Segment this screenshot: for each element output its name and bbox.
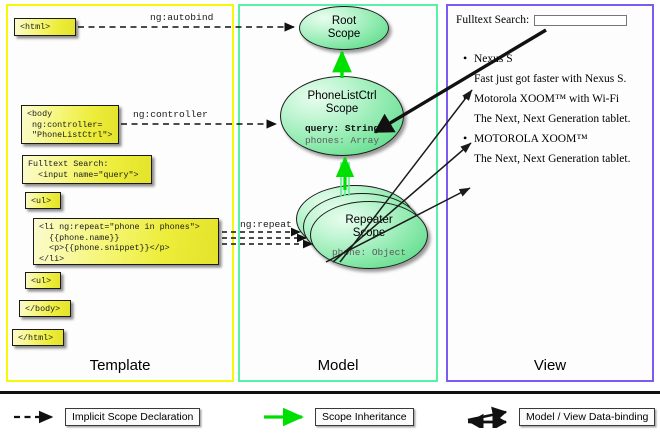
legend-divider (0, 391, 660, 394)
edge-label-ng-controller: ng:controller (133, 109, 208, 120)
phone-name: MOTOROLA XOOM™ (456, 131, 648, 147)
edge-label-ng-autobind: ng:autobind (150, 12, 214, 23)
view-search-label: Fulltext Search: (456, 14, 530, 26)
root-scope-title-line1: Root (331, 15, 357, 27)
phone-snippet: The Next, Next Generation tablet. (474, 153, 631, 165)
phone-snippet: Fast just got faster with Nexus S. (474, 73, 627, 85)
list-item[interactable]: Nexus S Fast just got faster with Nexus … (456, 51, 648, 87)
phonelistctrl-scope-prop-query: query: String (304, 123, 380, 134)
column-label-template: Template (89, 357, 151, 374)
legend-scope-inheritance: Scope Inheritance (262, 398, 414, 435)
code-box-fulltext-search: Fulltext Search: <input name="query"> (22, 155, 152, 184)
code-box-ul-open: <ul> (25, 192, 61, 209)
phonelistctrl-scope-prop-phones: phones: Array (304, 135, 380, 146)
view-search-row: Fulltext Search: (456, 14, 648, 26)
legend-model-view-databinding: Model / View Data-binding (466, 398, 656, 435)
code-box-body-close: </body> (19, 300, 71, 317)
scope-ellipse-phonelistctrl: PhoneListCtrl Scope query: String phones… (280, 76, 404, 156)
column-label-view: View (533, 357, 567, 374)
code-box-html-open: <html> (14, 18, 76, 36)
column-label-model: Model (317, 357, 359, 374)
code-box-body-controller: <body ng:controller= "PhoneListCtrl"> (21, 105, 119, 144)
view-content: Fulltext Search: Nexus S Fast just got f… (456, 14, 648, 172)
root-scope-title-line2: Scope (327, 28, 361, 40)
phone-name: Motorola XOOM™ with Wi-Fi (456, 91, 648, 107)
list-item[interactable]: Motorola XOOM™ with Wi-Fi The Next, Next… (456, 91, 648, 127)
scope-ellipse-repeater: Repeater Scope phone: Object (310, 201, 428, 269)
legend: Implicit Scope Declaration Scope Inherit… (0, 398, 660, 435)
edge-label-ng-repeat: ng:repeat (240, 219, 292, 230)
repeater-scope-title-line1: Repeater (345, 214, 393, 226)
phonelistctrl-scope-title-line1: PhoneListCtrl (307, 90, 377, 102)
legend-label: Implicit Scope Declaration (65, 407, 201, 426)
view-phone-list: Nexus S Fast just got faster with Nexus … (456, 51, 648, 167)
view-search-input[interactable] (534, 14, 628, 26)
legend-implicit-scope-declaration: Implicit Scope Declaration (12, 398, 201, 435)
code-box-html-close: </html> (12, 329, 64, 346)
legend-label: Scope Inheritance (315, 407, 414, 426)
repeater-scope-prop-phone: phone: Object (331, 247, 407, 258)
phonelistctrl-scope-title-line2: Scope (325, 103, 359, 115)
dashed-arrow-icon (14, 410, 54, 423)
list-item[interactable]: MOTOROLA XOOM™ The Next, Next Generation… (456, 131, 648, 167)
repeater-scope-title-line2: Scope (352, 227, 386, 239)
code-box-ul-close: <ul> (25, 272, 61, 289)
phone-name: Nexus S (456, 51, 648, 67)
scope-ellipse-root: Root Scope (299, 6, 389, 50)
code-box-li-repeat: <li ng:repeat="phone in phones"> {{phone… (33, 218, 219, 265)
legend-label: Model / View Data-binding (519, 407, 656, 426)
green-arrow-icon (264, 407, 304, 426)
double-arrow-icon (467, 406, 508, 428)
phone-snippet: The Next, Next Generation tablet. (474, 113, 631, 125)
